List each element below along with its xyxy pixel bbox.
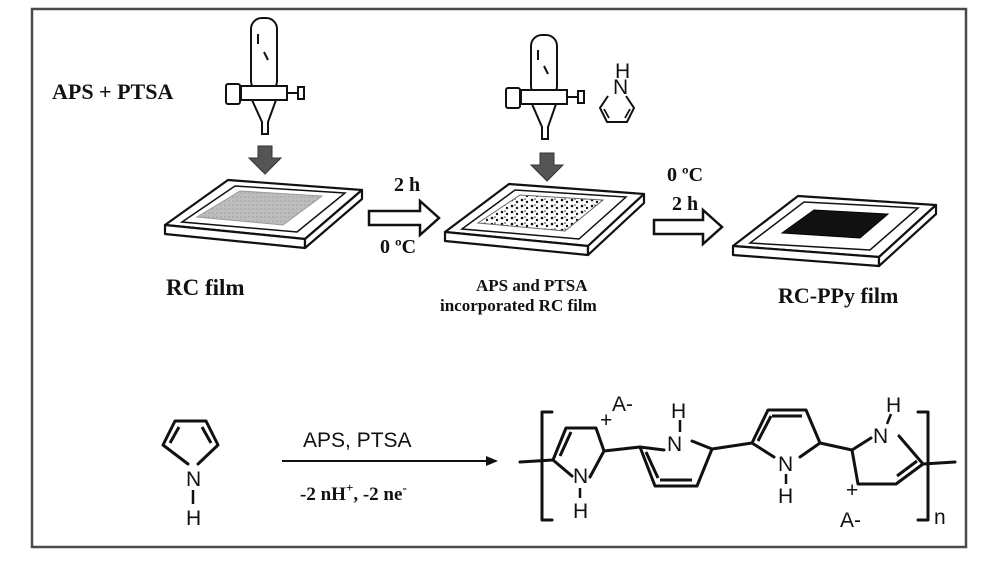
conditions-bottom-sup2: - <box>402 480 406 495</box>
left-bracket <box>540 410 554 522</box>
polypyrrole-product: n N H + A- N H N H <box>518 393 957 532</box>
incorporated-film-sheet <box>476 194 605 232</box>
step1-temp-label: 0 ºC <box>380 236 416 258</box>
ring4-h: H <box>886 394 901 417</box>
reaction-conditions-top: APS, PTSA <box>303 429 412 452</box>
burette-2-icon <box>505 34 585 140</box>
burette-1-icon <box>225 17 305 135</box>
rc-film-tray <box>163 178 364 250</box>
ring3-n: N <box>778 453 793 476</box>
repeat-subscript: n <box>934 506 946 529</box>
conditions-bottom-mid: , -2 ne <box>353 484 402 505</box>
step2-arrow <box>652 207 724 247</box>
monomer-h: H <box>186 507 201 530</box>
ring4-n: N <box>873 425 888 448</box>
reaction-conditions-bottom: -2 nH+, -2 ne- <box>300 480 407 505</box>
rc-ppy-film-label: RC-PPy film <box>778 283 898 308</box>
conditions-bottom-prefix: -2 nH <box>300 484 346 505</box>
pyrrole-monomer: N H <box>161 419 220 530</box>
reagent-label: APS + PTSA <box>52 79 173 104</box>
ring2-n: N <box>667 433 682 456</box>
ring4-anion: A- <box>840 509 861 532</box>
down-arrow-2 <box>529 152 565 182</box>
step2-temp-label: 0 ºC <box>667 164 703 186</box>
conditions-bottom-sup1: + <box>346 480 353 495</box>
monomer-n: N <box>186 468 201 491</box>
rc-ppy-film-sheet <box>780 209 890 239</box>
step1-arrow <box>367 198 441 238</box>
incorporated-film-tray <box>443 182 646 257</box>
ring1-n: N <box>573 465 588 488</box>
incorporated-film-label-line1: APS and PTSA <box>476 276 588 295</box>
incorporated-film-label-line2: incorporated RC film <box>440 296 597 315</box>
ring3-h: H <box>778 485 793 508</box>
step2-time-label: 2 h <box>672 193 698 215</box>
ring1-h: H <box>573 500 588 523</box>
right-bracket <box>916 410 930 522</box>
pyrrole-small-icon: H N <box>598 60 636 123</box>
down-arrow-1 <box>247 145 283 175</box>
rc-film-sheet <box>195 190 324 226</box>
small-pyrrole-n: N <box>613 76 628 99</box>
rc-film-label: RC film <box>166 275 245 300</box>
ring2-h: H <box>671 400 686 423</box>
outer-frame <box>30 7 968 549</box>
ring1-plus: + <box>600 409 612 432</box>
rc-ppy-film-tray <box>731 194 938 268</box>
step1-time-label: 2 h <box>394 174 420 196</box>
ring4-plus: + <box>846 479 858 502</box>
small-pyrrole-h: H <box>615 60 630 83</box>
ring1-anion: A- <box>612 393 633 416</box>
